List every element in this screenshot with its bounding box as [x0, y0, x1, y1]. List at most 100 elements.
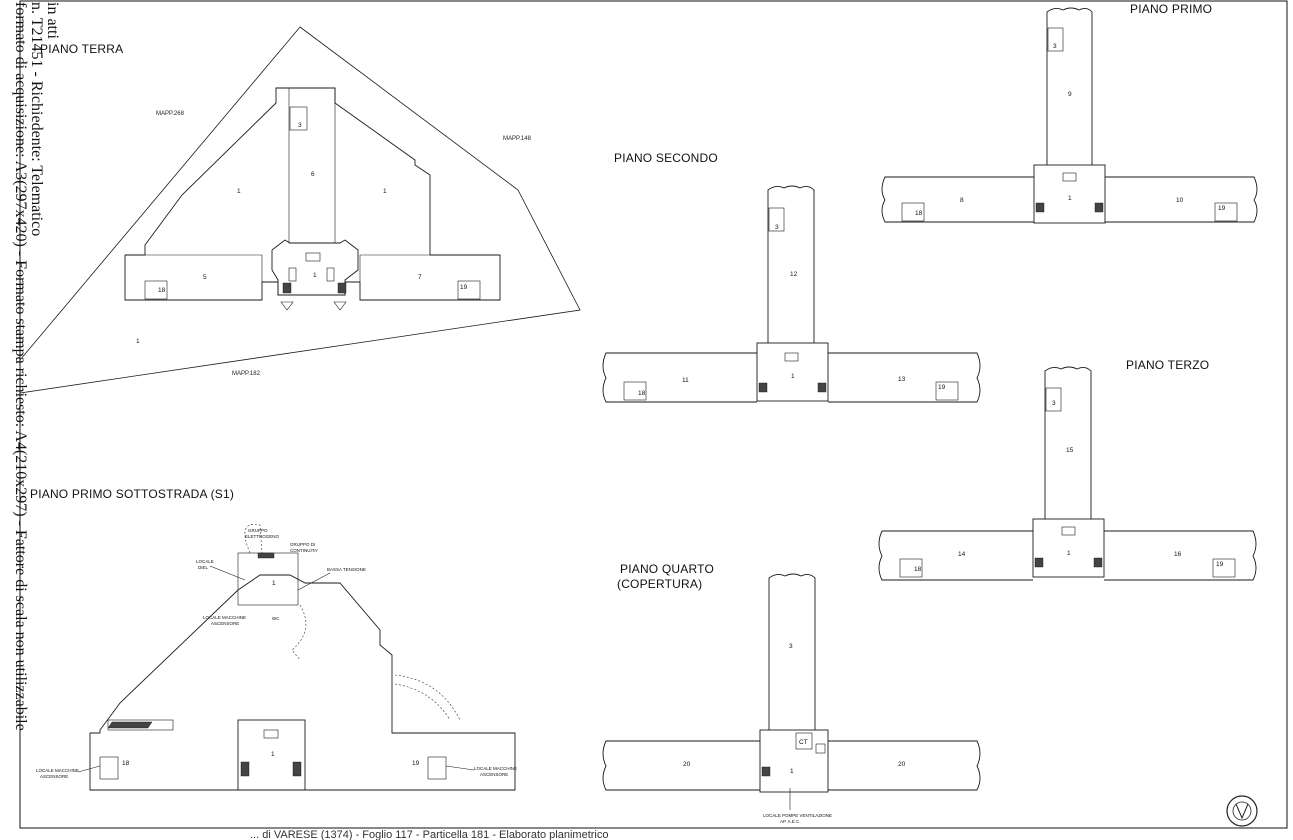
terzo-room-num-3: 3 [1052, 400, 1056, 407]
secondo-core [756, 342, 829, 402]
s1-leader-left [77, 765, 101, 773]
s1-label-macchine-left-1: LOCALE MACCHINE [36, 768, 79, 773]
primo-stair-l [1035, 202, 1045, 213]
s1-label-gruppo-1: GRUPPO [248, 528, 268, 533]
primo-room-3 [1047, 27, 1064, 52]
side-note-line3: formato di acquisizione: A3(297x420) - F… [12, 2, 29, 731]
s1-curve-1 [244, 524, 263, 554]
s1-label-diesel-1: LOCALE [196, 559, 214, 564]
s1-tech-block [237, 552, 299, 606]
terzo-room-18 [899, 558, 923, 578]
room-3: 3 [298, 122, 302, 129]
terzo-stair-l [1034, 557, 1044, 568]
terzo-core [1032, 518, 1105, 578]
central-core [271, 239, 359, 296]
quarto-left-wing [602, 740, 760, 791]
quarto-room-num-20-right: 20 [898, 761, 906, 768]
primo-room-19 [1214, 202, 1238, 222]
primo-room-num-3: 3 [1053, 43, 1057, 50]
terzo-room-3 [1045, 387, 1062, 412]
s1-room-19 [427, 756, 447, 780]
primo-room-num-10: 10 [1176, 197, 1184, 204]
room-1-left: 1 [237, 188, 241, 195]
s1-core-stair-r [292, 761, 302, 777]
parcel-mapp-268: MAPP.268 [156, 111, 185, 117]
primo-room-num-19: 19 [1218, 205, 1226, 212]
plan-piano-terra: MAPP.268 MAPP.148 MAPP.182 1 1 1 1 3 5 6… [19, 26, 581, 394]
s1-label-macchine-left-2: ASCENSORE [40, 774, 68, 779]
room-19: 19 [460, 284, 468, 291]
s1-room-num-19: 19 [412, 760, 420, 767]
secondo-room-19 [935, 381, 959, 401]
primo-right-wing [1105, 176, 1258, 223]
floor-label-sottostrada: PIANO PRIMO SOTTOSTRADA (S1) [30, 487, 234, 501]
floor-label-piano-primo: PIANO PRIMO [1130, 2, 1212, 16]
terzo-left-wing [878, 530, 1033, 581]
s1-ramp-hatch [107, 721, 153, 729]
secondo-room-num-18: 18 [638, 390, 646, 397]
service-room-18 [144, 280, 168, 300]
quarto-ct-room [795, 732, 813, 750]
s1-label-wc: WC [272, 616, 280, 621]
s1-label-macchine-2: ASCENSORE [211, 621, 239, 626]
terzo-room-num-15: 15 [1066, 447, 1074, 454]
parcel-mapp-182: MAPP.182 [232, 371, 261, 377]
terzo-room-num-1: 1 [1067, 550, 1071, 557]
stair-left [288, 267, 297, 282]
s1-generator [257, 552, 275, 559]
room-1-core: 1 [313, 272, 317, 279]
parcel-mapp-148: MAPP.148 [503, 136, 532, 142]
terzo-lift [1061, 526, 1076, 536]
s1-label-gruppo-2: ELETTROGENO [245, 534, 280, 539]
secondo-room-num-1: 1 [791, 373, 795, 380]
plan-piano-primo: 3 9 8 1 10 18 19 [881, 7, 1258, 224]
s1-leader-right [445, 765, 475, 771]
s1-label-macchine-right-2: ASCENSORE [480, 772, 508, 777]
floor-label-piano-terra: PIANO TERRA [40, 42, 123, 56]
secondo-tower [767, 185, 815, 343]
room-7: 7 [418, 274, 422, 281]
s1-room-num-1-tech: 1 [272, 580, 276, 587]
service-room-19 [457, 280, 481, 300]
lot-boundary [19, 26, 581, 394]
secondo-room-3 [768, 207, 785, 232]
s1-leader-bassa [297, 572, 331, 591]
primo-tower [1046, 7, 1093, 165]
side-note-line2: n. T21451 - Richiedente: Telematico [28, 2, 45, 236]
quarto-right-wing [828, 740, 981, 791]
primo-room-num-18: 18 [915, 210, 923, 217]
plan-piano-quarto: 3 20 1 20 CT LOCALE POMPE VENTILAZIONE A… [602, 573, 981, 824]
terzo-room-num-18: 18 [914, 566, 922, 573]
side-note-line1: in atti [44, 2, 61, 39]
quarto-tower [768, 573, 816, 730]
secondo-stair-r [817, 382, 827, 393]
floor-label-copertura: (COPERTURA) [617, 577, 702, 591]
primo-room-num-1: 1 [1068, 195, 1072, 202]
quarto-room-num-ct: CT [799, 739, 808, 746]
terzo-room-num-14: 14 [958, 551, 966, 558]
page-frame [19, 0, 1288, 829]
terzo-tower [1044, 366, 1092, 519]
s1-room-18 [99, 756, 119, 780]
s1-core-lift [263, 729, 279, 739]
secondo-room-num-19: 19 [938, 384, 946, 391]
left-wing-wall [145, 254, 263, 282]
s1-label-continuita-1: GRUPPO DI [290, 542, 315, 547]
plan-piano-secondo: 3 12 11 1 13 18 19 [602, 185, 981, 403]
terzo-room-num-19: 19 [1216, 561, 1224, 568]
quarto-room-num-1: 1 [790, 768, 794, 775]
secondo-room-num-11: 11 [682, 377, 689, 384]
plan-sottostrada: 1 18 19 1 GRUPPO ELETTROGENO GRUPPO DI C… [36, 524, 517, 791]
secondo-right-wing [828, 352, 981, 403]
plan-piano-terzo: 3 15 14 1 16 18 19 [878, 366, 1257, 581]
room-1-outdoor: 1 [136, 338, 140, 345]
stamp-icon [1226, 795, 1258, 827]
secondo-room-num-3: 3 [775, 224, 779, 231]
quarto-pompe-label-1: LOCALE POMPE VENTILAZIONE [763, 813, 832, 818]
primo-core [1033, 164, 1106, 224]
quarto-core [759, 729, 829, 793]
quarto-pompe-label-2: AP. A.E.C. [780, 819, 801, 824]
floor-label-piano-secondo: PIANO SECONDO [614, 151, 718, 165]
quarto-room-num-20-left: 20 [683, 761, 691, 768]
